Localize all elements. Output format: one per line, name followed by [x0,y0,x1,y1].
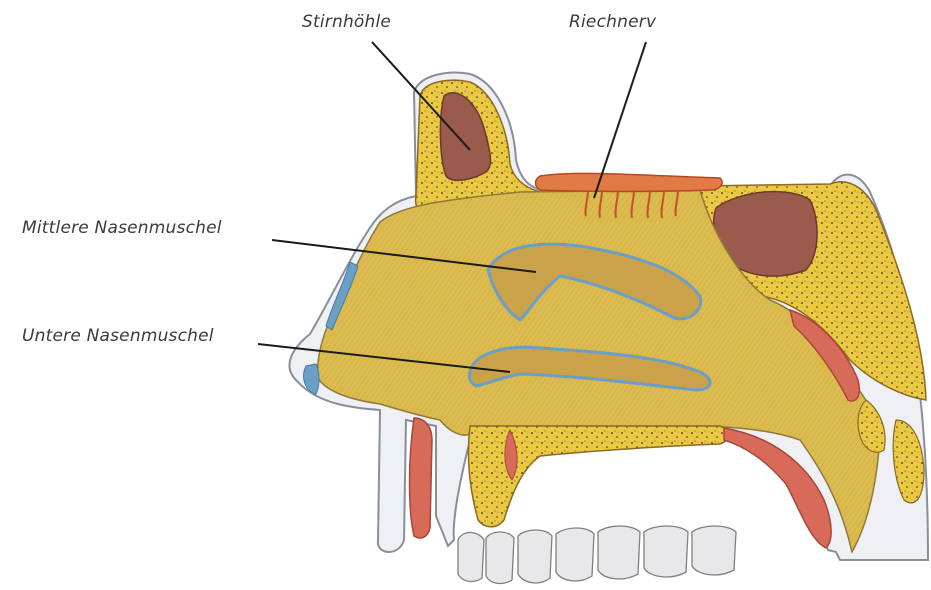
label-riechnerv: Riechnerv [569,12,656,32]
olfactory-bulb [536,173,723,191]
label-untere-nasenmuschel: Untere Nasenmuschel [22,326,214,346]
upper-lip [410,418,433,538]
label-mittlere-nasenmuschel: Mittlere Nasenmuschel [22,218,222,238]
label-stirnhoehle: Stirnhöhle [302,12,391,32]
teeth [458,526,736,583]
